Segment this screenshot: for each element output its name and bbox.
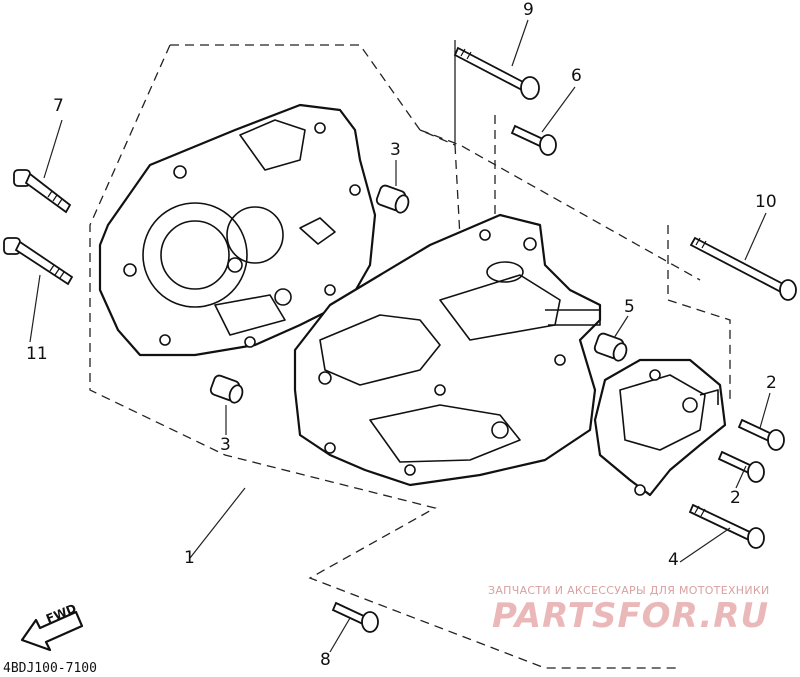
bolt-10 (689, 236, 797, 301)
bolt-7 (331, 601, 379, 633)
dowel-pin-5 (593, 332, 628, 362)
crankcase-cover (593, 358, 727, 497)
callout-7: 8 (320, 650, 331, 670)
bolt-4 (688, 503, 765, 549)
diagram-code: 4BDJ100-7100 (3, 661, 97, 676)
left-crankcase (98, 103, 377, 357)
callout-9: 9 (523, 0, 534, 20)
assembly-outline-2 (494, 115, 731, 400)
callout-1: 1 (184, 548, 195, 568)
watermark-logo: PARTSFOR.RU (492, 596, 770, 636)
bolt-8 (13, 169, 72, 214)
callout-3-lower: 3 (220, 435, 231, 455)
callout-8: 7 (53, 96, 64, 116)
leader-lines (29, 19, 771, 653)
bolt-6 (510, 124, 557, 156)
bolt-11 (3, 237, 74, 286)
assembly-outline-1 (89, 40, 701, 669)
callout-11: 11 (26, 344, 48, 364)
callout-5: 5 (624, 297, 635, 317)
watermark-tagline: ЗАПЧАСТИ И АКСЕССУАРЫ ДЛЯ МОТОТЕХНИКИ (488, 584, 770, 597)
callout-2-upper: 2 (766, 373, 777, 393)
right-crankcase (293, 213, 602, 487)
callout-4: 4 (668, 550, 679, 570)
callout-6: 6 (571, 66, 582, 86)
callout-2-lower: 2 (730, 488, 741, 508)
dowel-pin-3-lower (209, 374, 244, 404)
callout-3-upper: 3 (390, 140, 401, 160)
dowel-pin-3-upper (375, 184, 410, 214)
callout-10: 10 (755, 192, 777, 212)
fwd-arrow-icon (20, 610, 84, 652)
bolt-2-lower (717, 450, 765, 483)
bolt-2-upper (737, 418, 785, 451)
bolt-9 (453, 46, 540, 100)
